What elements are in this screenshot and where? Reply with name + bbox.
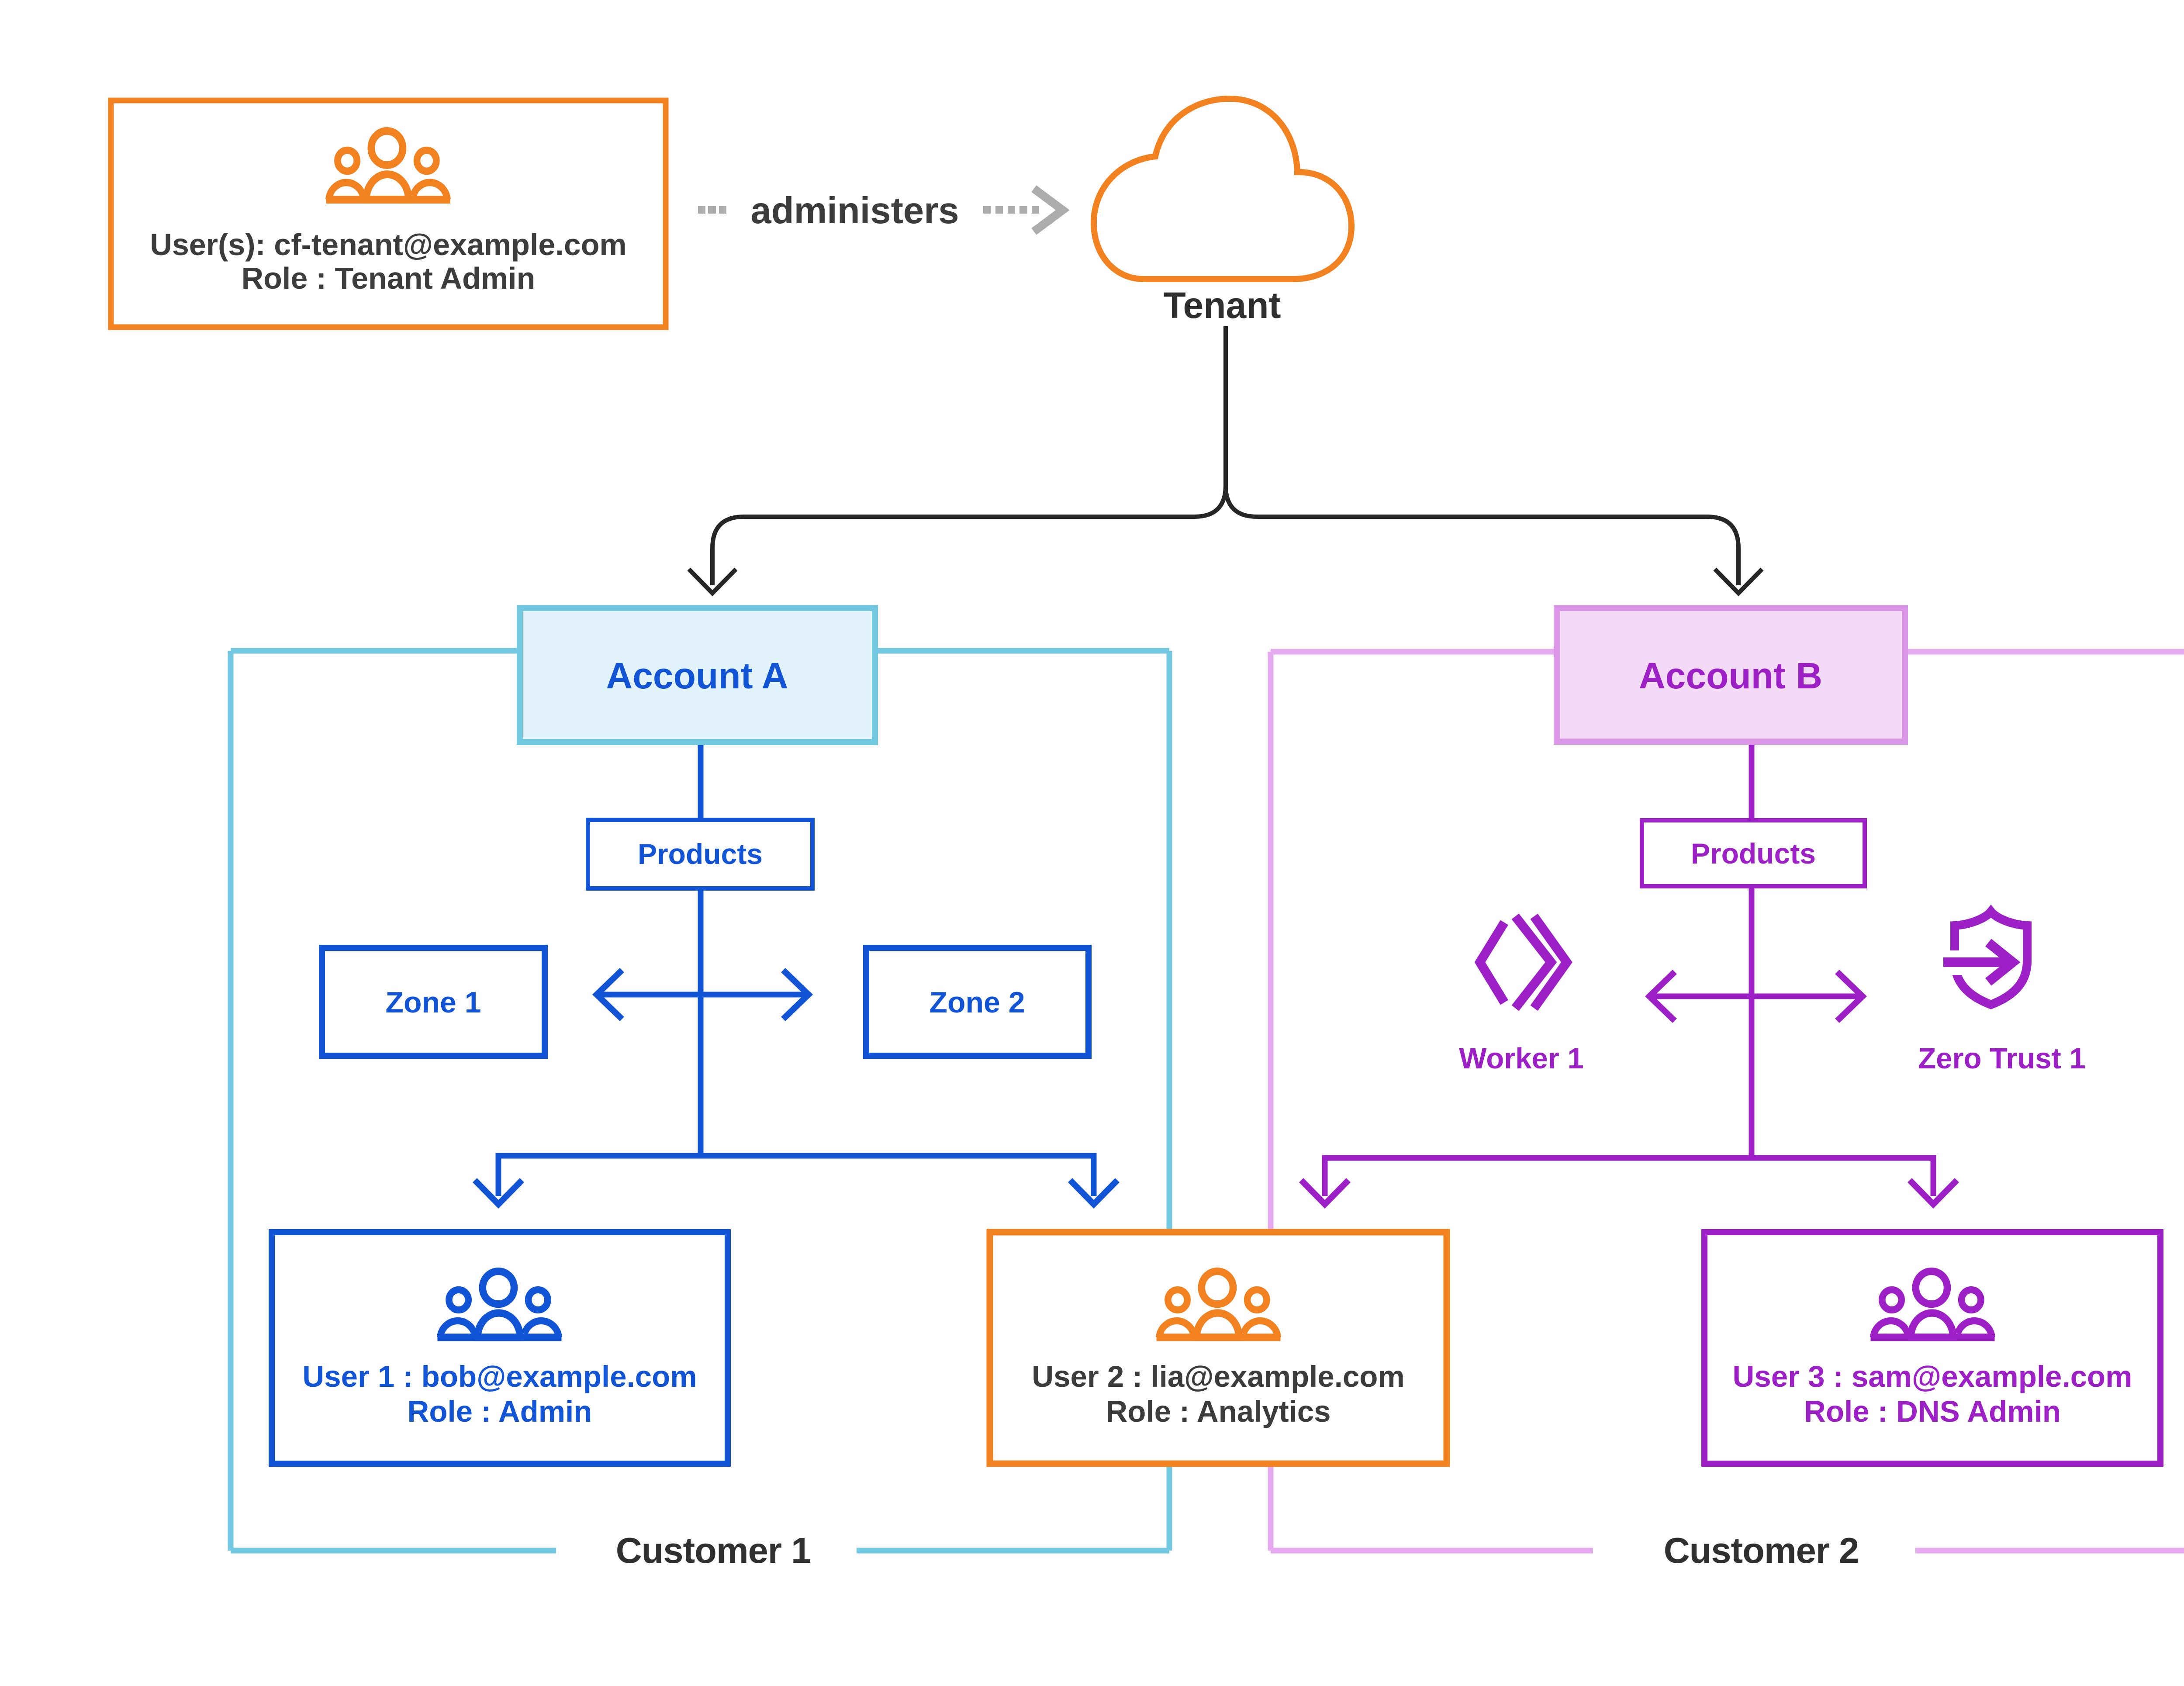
svg-text:Zone 2: Zone 2 <box>929 986 1025 1019</box>
svg-text:Worker 1: Worker 1 <box>1459 1042 1584 1075</box>
svg-text:Tenant: Tenant <box>1163 285 1281 326</box>
svg-text:Products: Products <box>638 838 763 870</box>
svg-text:Customer 2: Customer 2 <box>1664 1530 1859 1571</box>
svg-text:Role : Admin: Role : Admin <box>408 1395 592 1428</box>
svg-text:User 1 : bob@example.com: User 1 : bob@example.com <box>302 1360 697 1393</box>
svg-text:Products: Products <box>1691 837 1816 870</box>
svg-text:User 3 : sam@example.com: User 3 : sam@example.com <box>1733 1360 2132 1393</box>
svg-text:User 2 : lia@example.com: User 2 : lia@example.com <box>1032 1360 1405 1393</box>
svg-text:Account A: Account A <box>606 655 788 696</box>
svg-text:Role : Analytics: Role : Analytics <box>1106 1395 1330 1428</box>
svg-text:Zone 1: Zone 1 <box>385 986 481 1019</box>
svg-text:Customer 1: Customer 1 <box>616 1530 811 1571</box>
svg-text:Role : DNS Admin: Role : DNS Admin <box>1804 1395 2061 1428</box>
svg-text:User(s): cf-tenant@example.com: User(s): cf-tenant@example.com <box>150 228 626 262</box>
svg-text:Role : Tenant Admin: Role : Tenant Admin <box>242 261 536 295</box>
svg-text:Account B: Account B <box>1639 655 1822 696</box>
svg-text:administers: administers <box>750 190 959 231</box>
svg-text:Zero Trust 1: Zero Trust 1 <box>1918 1042 2085 1075</box>
